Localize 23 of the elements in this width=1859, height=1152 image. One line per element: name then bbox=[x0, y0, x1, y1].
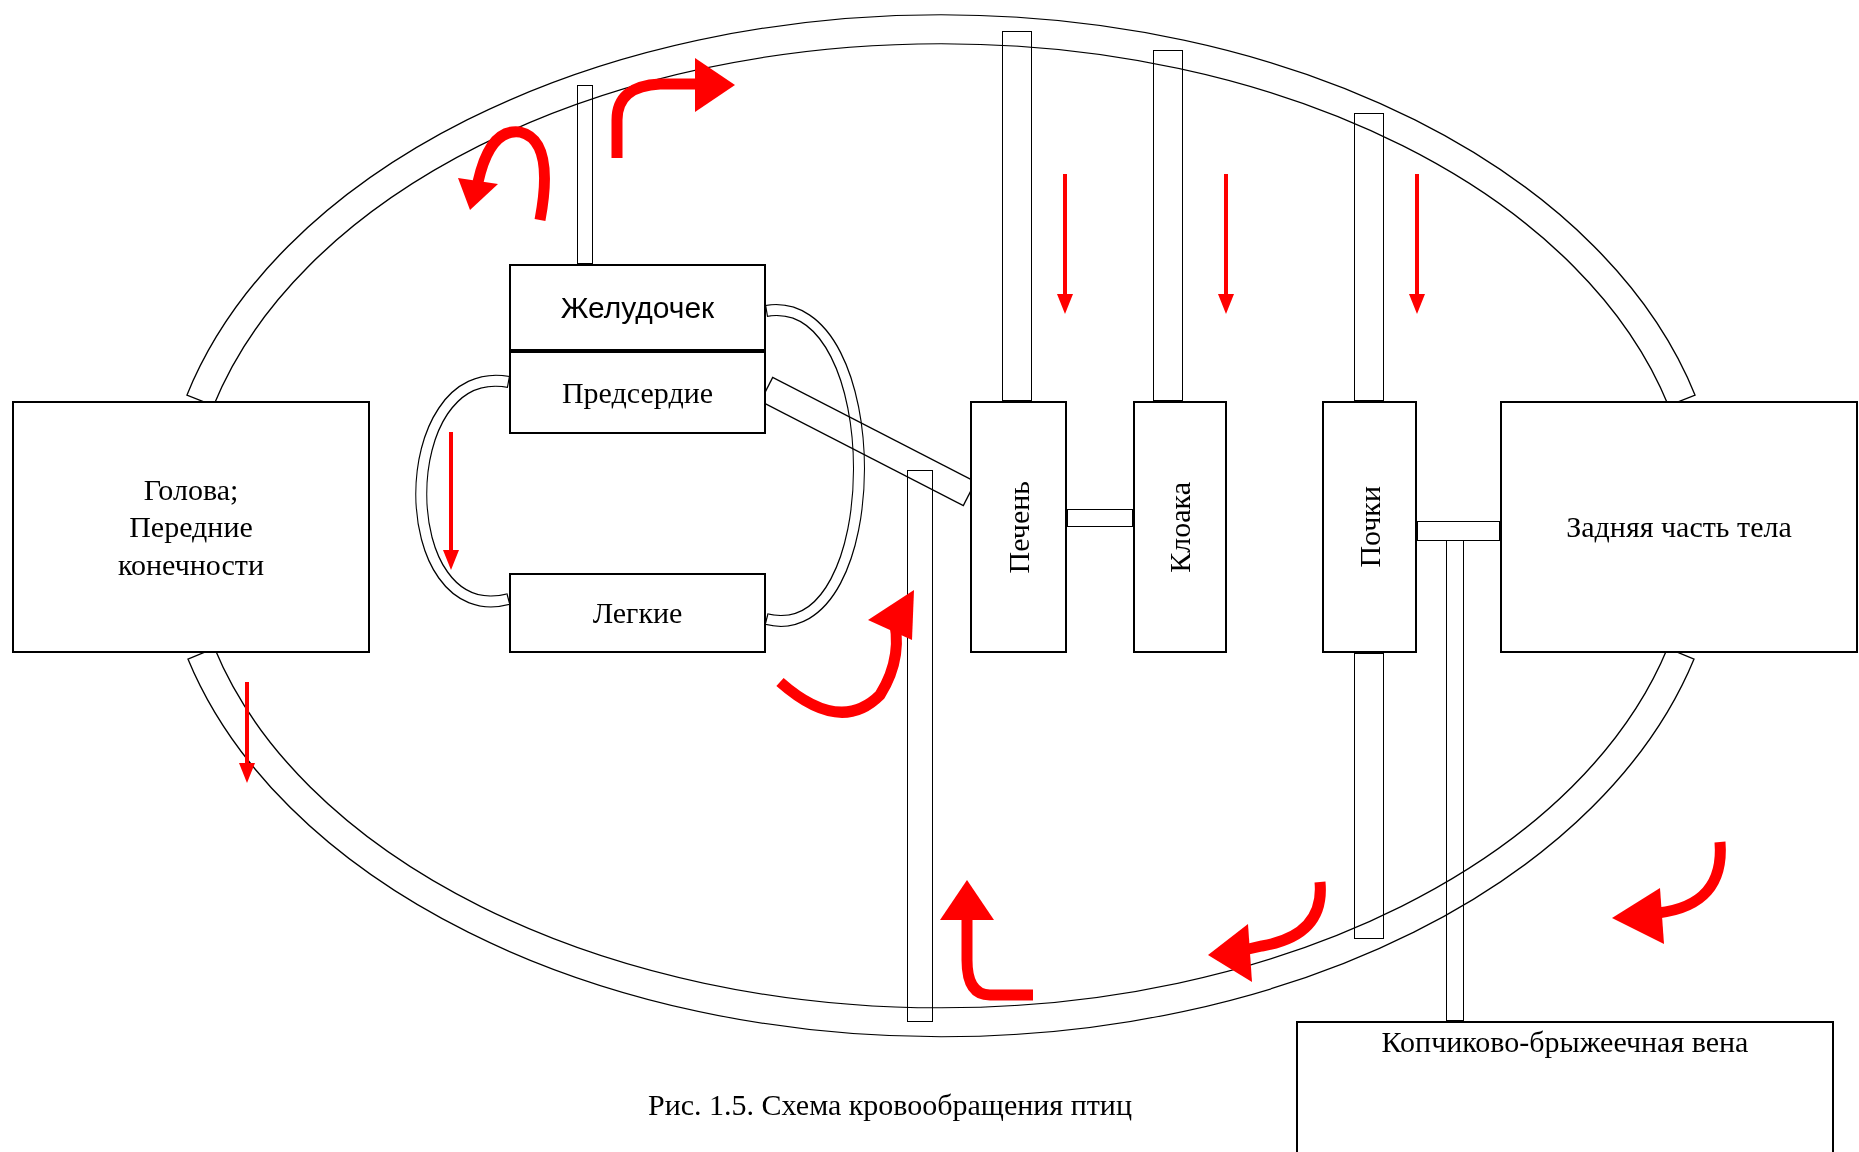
organ-label: Клоака bbox=[1165, 481, 1195, 573]
organ-label: Предсердие bbox=[561, 374, 714, 411]
organ-box bbox=[509, 573, 766, 653]
organ-label: Почки bbox=[1354, 486, 1385, 568]
organ-box bbox=[1500, 401, 1858, 653]
blood-vessel bbox=[1067, 509, 1133, 527]
blood-vessel bbox=[1417, 521, 1500, 541]
organ-box bbox=[509, 264, 766, 351]
organ-box bbox=[1322, 401, 1417, 653]
organ-box bbox=[1133, 401, 1227, 653]
organ-box bbox=[12, 401, 370, 653]
blood-vessel bbox=[765, 305, 865, 626]
organ-label: Легкие bbox=[592, 595, 683, 632]
organ-label: Копчиково-брыжеечная вена bbox=[1380, 1024, 1750, 1060]
organ-label: Печень bbox=[1003, 480, 1034, 574]
organ-box bbox=[509, 351, 766, 434]
blood-vessel bbox=[1446, 540, 1464, 1021]
organ-label: Желудочек bbox=[560, 289, 715, 326]
organ-box bbox=[1296, 1021, 1834, 1152]
organ-label: Голова; Передние конечности bbox=[116, 471, 265, 583]
organ-label: Задняя часть тела bbox=[1566, 509, 1792, 546]
figure-caption: Рис. 1.5. Схема кровообращения птиц bbox=[648, 1087, 1132, 1123]
organ-box bbox=[970, 401, 1067, 653]
